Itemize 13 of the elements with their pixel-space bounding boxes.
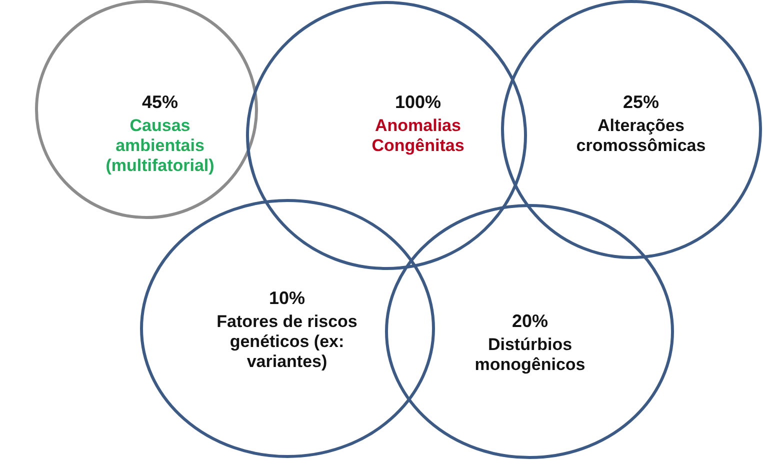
- category-label: Distúrbios monogênicos: [474, 335, 586, 375]
- category-label: Anomalias Congênitas: [370, 116, 466, 156]
- percentage-value: 20%: [510, 311, 550, 331]
- percentage-value: 45%: [140, 92, 180, 112]
- category-label: Fatores de riscos genéticos (ex: variantes): [216, 312, 358, 372]
- category-label: Alterações cromossômicas: [575, 116, 707, 156]
- percentage-value: 100%: [394, 92, 442, 112]
- percentage-value: 25%: [622, 92, 660, 112]
- category-label: Causas ambientais (multifatorial): [104, 116, 216, 176]
- venn-circle: [246, 0, 526, 270]
- venn-circle: [140, 198, 434, 458]
- percentage-value: 10%: [268, 288, 306, 308]
- venn-circle: [384, 204, 674, 458]
